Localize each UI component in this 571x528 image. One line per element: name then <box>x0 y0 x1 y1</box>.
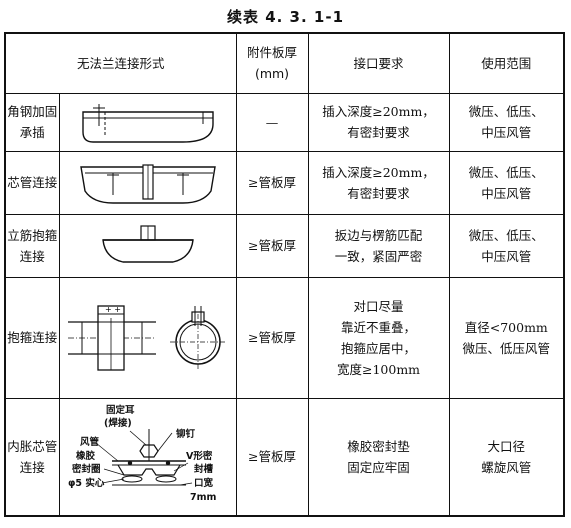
clamp-diagram: + + <box>67 305 226 371</box>
table-row: 内胀芯管连接 固定耳 (焊接) 铆钉 风管 橡胶 密封圈 φ5 实心 V形密 封… <box>4 397 565 517</box>
row-requirement: 插入深度≥20mm，有密封要求 <box>307 150 450 215</box>
angle-socket-diagram <box>81 104 214 143</box>
expanding-core-figure: 固定耳 (焊接) 铆钉 风管 橡胶 密封圈 φ5 实心 V形密 封槽 口宽 7m… <box>58 397 237 517</box>
svg-text:+ +: + + <box>105 305 121 314</box>
row-thickness: ≥管板厚 <box>235 150 309 215</box>
header-row: 无法兰连接形式 附件板厚 (mm) 接口要求 使用范围 <box>4 32 565 94</box>
table-row: 角钢加固承插 — 插入深度≥20mm，有密封要求 微压、低压、中压风管 <box>4 92 565 152</box>
row-name: 芯管连接 <box>4 150 60 215</box>
label-ear: 固定耳 <box>106 404 135 416</box>
table-row: 芯管连接 ≥管板厚 插入深度≥20mm，有密封要求 微压、低压、中压风管 <box>4 150 565 215</box>
row-thickness: — <box>235 92 309 152</box>
label-gap: 口宽 <box>194 477 214 489</box>
label-rivet: 铆钉 <box>176 428 196 440</box>
row-scope: 微压、低压、中压风管 <box>448 213 565 278</box>
row-requirement: 扳边与楞筋匹配一致，紧固严密 <box>307 213 450 278</box>
label-gap-value: 7mm <box>190 492 217 503</box>
label-ear-weld: (焊接) <box>104 417 132 429</box>
angle-socket-figure <box>58 92 237 152</box>
label-seal-groove: 封槽 <box>194 463 214 475</box>
vertical-rib-figure <box>58 213 237 278</box>
row-scope: 微压、低压、中压风管 <box>448 92 565 152</box>
row-scope: 大口径螺旋风管 <box>448 397 565 517</box>
label-solid: φ5 实心 <box>68 477 105 489</box>
table-title: 续表 4. 3. 1-1 <box>226 8 345 26</box>
row-name: 内胀芯管连接 <box>4 397 60 517</box>
header-scope: 使用范围 <box>448 32 565 94</box>
header-thickness: 附件板厚 (mm) <box>235 32 309 94</box>
core-pipe-figure <box>58 150 237 215</box>
row-scope: 微压、低压、中压风管 <box>448 150 565 215</box>
row-name: 抱箍连接 <box>4 276 60 399</box>
row-requirement: 橡胶密封垫固定应牢固 <box>307 397 450 517</box>
row-thickness: ≥管板厚 <box>235 276 309 399</box>
row-requirement: 插入深度≥20mm，有密封要求 <box>307 92 450 152</box>
table-row: 抱箍连接 + + <box>4 276 565 399</box>
label-v-groove: V形密 <box>186 450 213 462</box>
header-requirement: 接口要求 <box>307 32 450 94</box>
core-pipe-diagram <box>79 163 216 204</box>
header-form: 无法兰连接形式 <box>4 32 237 94</box>
clamp-figure: + + <box>58 276 237 399</box>
table-row: 立筋抱箍连接 ≥管板厚 扳边与楞筋匹配一致，紧固严密 微压、低压、中压风管 <box>4 213 565 278</box>
label-duct: 风管 <box>80 436 100 448</box>
vertical-rib-diagram <box>101 224 194 263</box>
row-requirement: 对口尽量 靠近不重叠， 抱箍应居中， 宽度≥100mm <box>307 276 450 399</box>
row-name: 角钢加固承插 <box>4 92 60 152</box>
row-thickness: ≥管板厚 <box>235 213 309 278</box>
label-seal-ring: 密封圈 <box>71 463 101 475</box>
label-rubber: 橡胶 <box>76 450 96 462</box>
row-name: 立筋抱箍连接 <box>4 213 60 278</box>
expanding-core-diagram: 固定耳 (焊接) 铆钉 风管 橡胶 密封圈 φ5 实心 V形密 封槽 口宽 7m… <box>68 404 217 503</box>
row-thickness: ≥管板厚 <box>235 397 309 517</box>
connection-spec-table: 无法兰连接形式 附件板厚 (mm) 接口要求 使用范围 角钢加固承插 — 插入深… <box>4 32 566 517</box>
